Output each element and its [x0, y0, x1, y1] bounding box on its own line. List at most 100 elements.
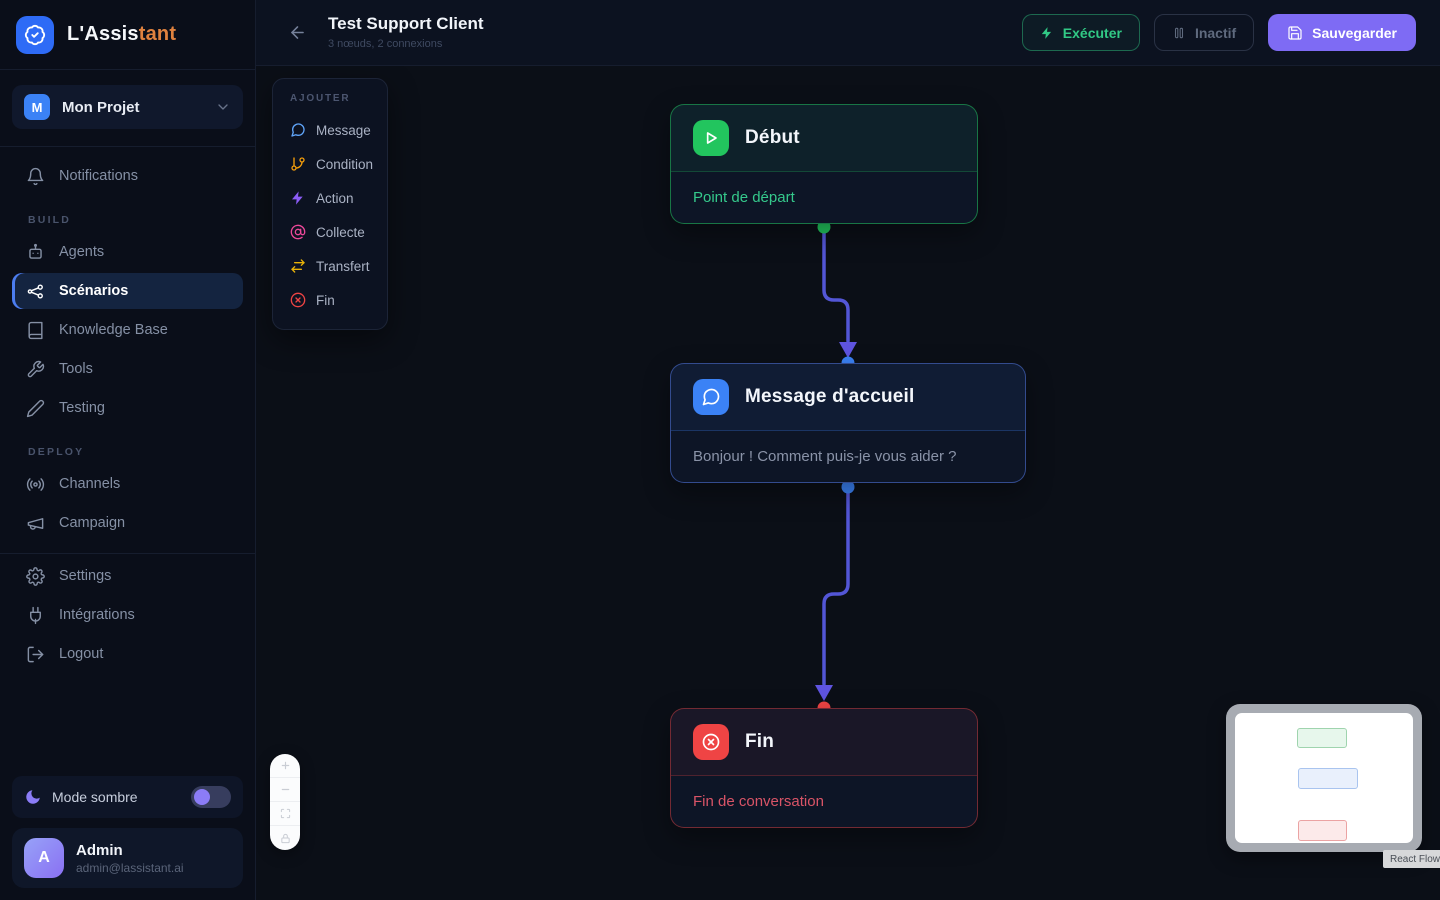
- play-icon: [693, 120, 729, 156]
- topbar: Test Support Client 3 nœuds, 2 connexion…: [256, 0, 1440, 66]
- save-icon: [1288, 25, 1302, 40]
- palette-item-message[interactable]: Message: [273, 113, 387, 147]
- bell-icon: [27, 167, 44, 185]
- edge-start-to-message[interactable]: [822, 231, 850, 343]
- port-message-bottom[interactable]: [841, 480, 855, 494]
- user-name: Admin: [76, 841, 123, 859]
- project-selector-wrap: M Mon Projet: [0, 70, 255, 147]
- chevron-down-icon: [218, 104, 228, 110]
- sidebar-item-label: Testing: [59, 400, 105, 416]
- palette-header: AJOUTER: [290, 93, 351, 104]
- pause-icon: [1174, 27, 1183, 38]
- edge-arrowhead: [815, 685, 833, 701]
- minimap-viewport: [1235, 713, 1413, 843]
- sidebar-item-label: Logout: [59, 646, 104, 662]
- x-circle-icon: [693, 724, 729, 760]
- section-label-deploy: DEPLOY: [28, 446, 85, 458]
- edge-message-to-end[interactable]: [822, 491, 850, 686]
- node-header: Message d'accueil: [671, 364, 1025, 431]
- dark-mode-row: Mode sombre: [12, 776, 243, 818]
- sidebar-item-logout[interactable]: Logout: [12, 636, 243, 672]
- wrench-icon: [27, 360, 45, 377]
- logo-text: L'Assistant: [67, 23, 177, 45]
- node-start[interactable]: Début Point de départ: [670, 104, 978, 224]
- sidebar-item-label: Notifications: [59, 168, 138, 184]
- fit-view-icon: [280, 808, 290, 819]
- palette-item-transfert[interactable]: Transfert: [273, 249, 387, 283]
- edge-arrowhead: [839, 342, 857, 358]
- sidebar-item-channels[interactable]: Channels: [12, 466, 243, 502]
- dark-mode-toggle[interactable]: [191, 786, 231, 808]
- flow-canvas[interactable]: AJOUTER Message Condition Action Collect…: [256, 66, 1440, 900]
- sidebar-item-label: Settings: [59, 568, 112, 584]
- node-message[interactable]: Message d'accueil Bonjour ! Comment puis…: [670, 363, 1026, 483]
- back-button[interactable]: [280, 16, 314, 50]
- sidebar-item-knowledge-base[interactable]: Knowledge Base: [12, 312, 243, 348]
- sidebar-item-scenarios[interactable]: Scénarios: [12, 273, 243, 309]
- page-title: Test Support Client: [328, 14, 484, 34]
- sidebar-item-agents[interactable]: Agents: [12, 234, 243, 270]
- minimap[interactable]: [1226, 704, 1422, 852]
- minimap-node-end: [1298, 820, 1347, 841]
- sidebar-item-campaign[interactable]: Campaign: [12, 505, 243, 541]
- sidebar-item-notifications[interactable]: Notifications: [12, 158, 243, 194]
- title-block: Test Support Client 3 nœuds, 2 connexion…: [328, 14, 484, 50]
- sidebar-item-integrations[interactable]: Intégrations: [12, 597, 243, 633]
- sidebar-bottom: Mode sombre A Admin admin@lassistant.ai: [0, 766, 255, 900]
- sidebar-item-label: Knowledge Base: [59, 322, 168, 338]
- logo: L'Assistant: [0, 0, 255, 70]
- plug-icon: [30, 606, 41, 624]
- badge-check-icon: [16, 15, 54, 54]
- node-body: Fin de conversation: [693, 793, 824, 810]
- lock-icon: [280, 833, 290, 843]
- node-body: Bonjour ! Comment puis-je vous aider ?: [693, 448, 957, 465]
- execute-button[interactable]: Exécuter: [1021, 14, 1140, 51]
- project-initial-badge: M: [24, 94, 50, 120]
- arrow-left-icon: [290, 26, 304, 39]
- node-end[interactable]: Fin Fin de conversation: [670, 708, 978, 828]
- save-button[interactable]: Sauvegarder: [1268, 14, 1416, 51]
- main-area: Test Support Client 3 nœuds, 2 connexion…: [256, 0, 1440, 900]
- inactive-toggle-button[interactable]: Inactif: [1153, 14, 1255, 51]
- minimap-node-message: [1298, 768, 1358, 789]
- user-card[interactable]: A Admin admin@lassistant.ai: [12, 828, 243, 888]
- sidebar-item-testing[interactable]: Testing: [12, 390, 243, 426]
- book-icon: [28, 321, 43, 339]
- topbar-actions: Exécuter Inactif Sauvegarder: [1021, 14, 1416, 51]
- node-body: Point de départ: [693, 189, 795, 206]
- chat-bubble-icon: [693, 379, 729, 415]
- node-title: Fin: [745, 731, 775, 752]
- bot-icon: [29, 243, 42, 259]
- project-selector[interactable]: M Mon Projet: [12, 85, 243, 129]
- sidebar-nav: Notifications BUILD Agents Scénarios Kno…: [0, 147, 255, 675]
- node-title: Début: [745, 127, 800, 148]
- palette-item-fin[interactable]: Fin: [273, 283, 387, 317]
- fit-view-button[interactable]: [270, 802, 300, 826]
- section-label-build: BUILD: [28, 214, 72, 226]
- zoom-in-button[interactable]: [270, 754, 300, 778]
- attribution-badge: React Flow: [1383, 850, 1440, 868]
- sidebar-item-label: Agents: [59, 244, 105, 260]
- megaphone-icon: [27, 517, 44, 530]
- node-palette: AJOUTER Message Condition Action Collect…: [272, 78, 388, 330]
- sidebar-item-tools[interactable]: Tools: [12, 351, 243, 387]
- dark-mode-label: Mode sombre: [52, 789, 138, 805]
- palette-item-collecte[interactable]: Collecte: [273, 215, 387, 249]
- palette-item-action[interactable]: Action: [273, 181, 387, 215]
- palette-item-condition[interactable]: Condition: [273, 147, 387, 181]
- broadcast-icon: [26, 477, 45, 491]
- sidebar-item-label: Scénarios: [59, 283, 129, 299]
- avatar: A: [24, 838, 64, 878]
- palette-item-label: Transfert: [316, 258, 370, 274]
- sidebar-item-settings[interactable]: Settings: [12, 558, 243, 594]
- user-email: admin@lassistant.ai: [76, 860, 184, 875]
- lock-button[interactable]: [270, 826, 300, 850]
- git-branch-icon: [291, 157, 305, 171]
- zoom-out-button[interactable]: [270, 778, 300, 802]
- project-name: Mon Projet: [62, 98, 140, 116]
- palette-item-label: Message: [316, 122, 371, 138]
- palette-item-label: Condition: [316, 156, 374, 172]
- logout-icon: [27, 646, 44, 662]
- page-subtitle: 3 nœuds, 2 connexions: [328, 37, 443, 50]
